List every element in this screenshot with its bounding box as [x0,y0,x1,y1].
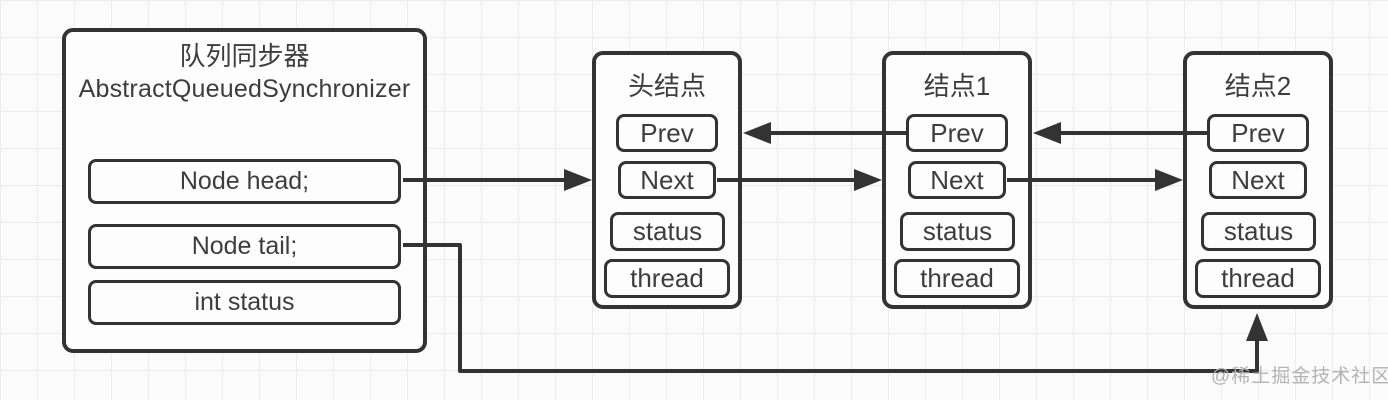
arrow-tail-to-node2 [403,243,1268,373]
aqs-title-cn: 队列同步器 [179,41,310,71]
head-node-field-thread: thread [604,259,730,298]
head-node-field-next: Next [618,161,716,199]
node1-field-thread: thread [894,259,1020,298]
aqs-field-node-head: Node head; [88,159,401,204]
node1-field-prev: Prev [906,114,1008,152]
aqs-field-node-tail: Node tail; [88,224,401,269]
node1-title: 结点1 [923,71,991,101]
aqs-box: 队列同步器 AbstractQueuedSynchronizer Node he… [62,28,427,353]
node2-box: 结点2 Prev Next status thread [1183,51,1333,309]
node1-box: 结点1 Prev Next status thread [882,51,1032,309]
node1-field-status: status [900,212,1015,251]
aqs-field-int-status: int status [88,280,401,325]
aqs-title-en: AbstractQueuedSynchronizer [78,75,411,103]
node2-title: 结点2 [1224,71,1292,101]
aqs-title: 队列同步器 AbstractQueuedSynchronizer [66,40,423,106]
head-node-field-status: status [610,212,725,251]
arrow-head-to-headnode [403,169,592,191]
node2-field-thread: thread [1195,259,1321,298]
node2-field-status: status [1201,212,1316,251]
node1-field-next: Next [908,161,1006,199]
arrow-node1-next-to-node2 [1007,169,1183,191]
node2-field-next: Next [1209,161,1307,199]
watermark-text: @稀土掘金技术社区 [1211,366,1388,387]
head-node-box: 头结点 Prev Next status thread [592,51,742,309]
head-node-field-prev: Prev [616,114,718,152]
arrow-node2-prev-to-node1 [1033,122,1207,144]
node2-field-prev: Prev [1207,114,1309,152]
head-node-title: 头结点 [627,71,706,101]
